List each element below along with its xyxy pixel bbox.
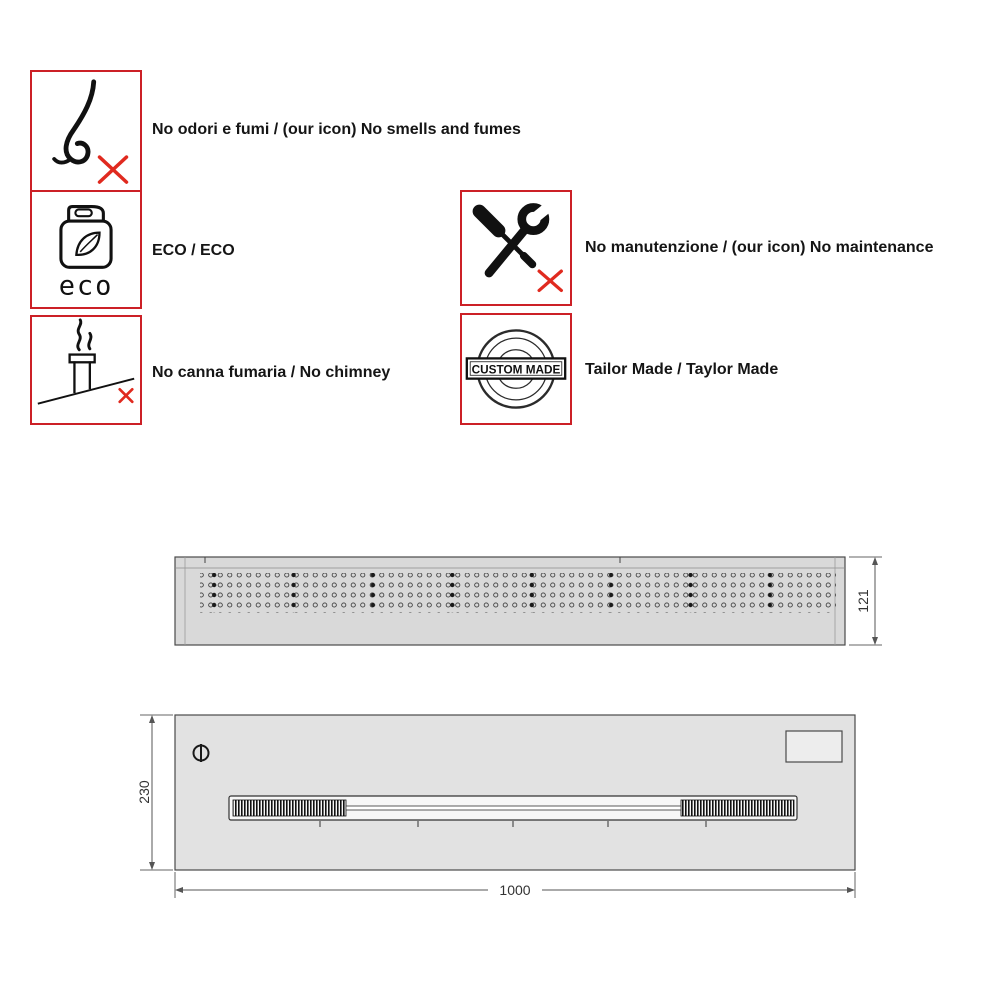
custom-made-text: CUSTOM MADE (472, 362, 561, 376)
feature-label-no-smells: No odori e fumi / (our icon) No smells a… (152, 121, 521, 138)
front-view (174, 714, 856, 871)
control-panel (785, 730, 843, 763)
feature-box-tailor-made: CUSTOM MADE (460, 313, 572, 425)
eco-jerrycan-icon: eco (59, 205, 114, 301)
dimension-depth-label: 121 (855, 589, 871, 613)
feature-label-tailor-made: Tailor Made / Taylor Made (585, 361, 779, 378)
nose-icon (52, 79, 129, 184)
burner-slot (228, 795, 798, 827)
no-cross-icon (118, 387, 134, 404)
top-view (174, 556, 846, 646)
no-cross-icon (97, 155, 129, 184)
dimension-width: 1000 (174, 872, 856, 898)
feature-box-no-smells (30, 70, 142, 193)
feature-label-no-chimney: No canna fumaria / No chimney (152, 364, 391, 381)
feature-label-eco: ECO / ECO (152, 242, 235, 259)
feature-box-no-maintenance (460, 190, 572, 306)
chimney-icon (37, 318, 135, 405)
technical-drawing: 121 (136, 556, 882, 898)
dimension-depth: 121 (849, 556, 882, 646)
dimension-height: 230 (136, 714, 173, 871)
feature-box-eco: eco (30, 190, 142, 309)
feature-label-no-maintenance: No manutenzione / (our icon) No maintena… (585, 239, 934, 256)
no-cross-icon (537, 269, 563, 293)
eco-text: eco (59, 270, 114, 301)
dimension-width-label: 1000 (499, 882, 530, 898)
dimension-height-label: 230 (136, 780, 152, 804)
custom-made-stamp-icon: CUSTOM MADE (465, 329, 567, 409)
feature-box-no-chimney (30, 315, 142, 425)
tools-icon (472, 198, 563, 293)
igniter-knob (192, 744, 210, 762)
